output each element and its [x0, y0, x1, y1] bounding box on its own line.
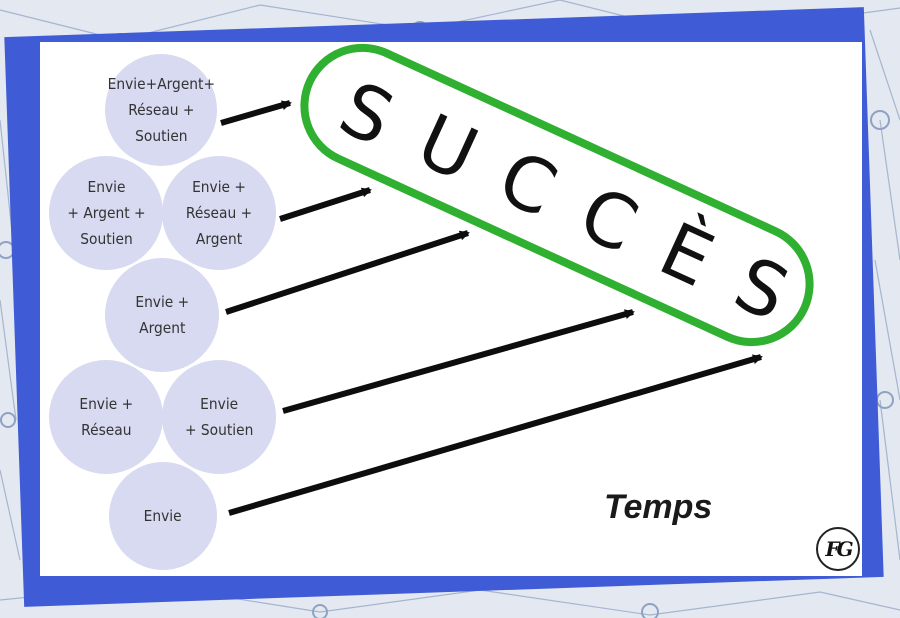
success-letter: C — [486, 134, 569, 234]
fg-monogram-logo: FG — [816, 527, 860, 571]
bubble-label: Envie + Réseau — [79, 395, 133, 439]
bubble-envie-argent-soutien: Envie + Argent + Soutien — [49, 156, 163, 270]
bubble-label: Envie + Soutien — [184, 395, 254, 439]
axis-label-temps: Temps — [604, 488, 713, 526]
bubble-envie-reseau: Envie + Réseau — [49, 360, 163, 474]
arrow-5 — [228, 354, 763, 516]
bubble-label: Envie + Argent + Soutien — [66, 178, 146, 248]
success-letter: S — [327, 65, 406, 163]
bubble-envie-reseau-argent: Envie + Réseau + Argent — [162, 156, 276, 270]
success-letter: È — [647, 205, 726, 304]
bubble-envie-soutien: Envie + Soutien — [162, 360, 276, 474]
bubble-label: Envie + Réseau + Argent — [185, 178, 253, 248]
bubble-label: Envie — [144, 507, 182, 525]
arrow-1 — [220, 100, 292, 126]
bubble-label: Envie+Argent+ Réseau + Soutien — [107, 75, 215, 145]
bubble-envie: Envie — [109, 462, 217, 570]
arrow-4 — [282, 309, 635, 414]
success-word: S U C C È S — [327, 65, 801, 338]
bubble-envie-argent-reseau-soutien: Envie+Argent+ Réseau + Soutien — [105, 54, 217, 166]
bubble-envie-argent: Envie + Argent — [105, 258, 219, 372]
success-outline — [300, 43, 814, 347]
success-letter: U — [405, 98, 490, 199]
arrow-3 — [225, 230, 470, 315]
arrow-2 — [279, 187, 372, 222]
bubble-label: Envie + Argent — [135, 293, 189, 337]
logo-text: FG — [825, 537, 853, 561]
success-letter: C — [567, 170, 650, 270]
